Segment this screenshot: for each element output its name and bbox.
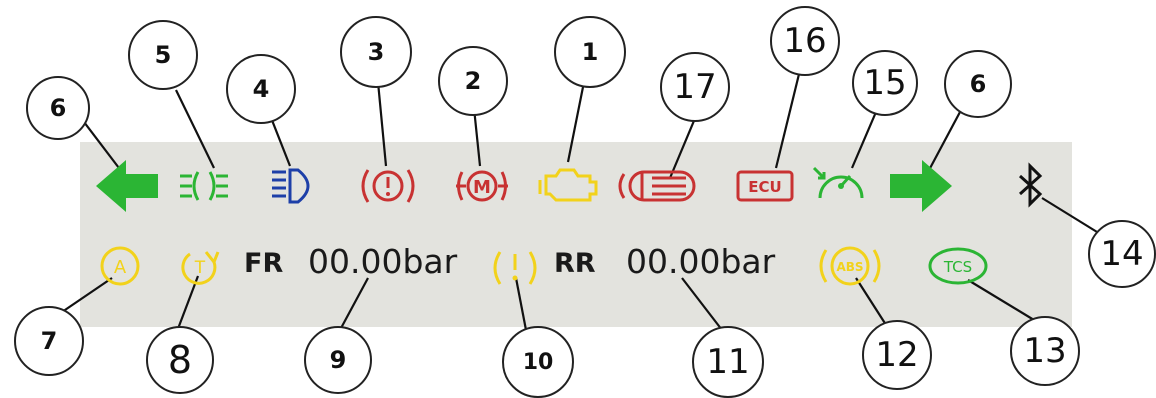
traction-letter: T <box>194 258 206 278</box>
callout-11: 11 <box>692 326 764 398</box>
leader-6a <box>83 121 123 173</box>
position-lights-icon <box>180 171 228 201</box>
leader-lines <box>61 69 1111 335</box>
check-engine-icon <box>538 168 598 202</box>
leader-16 <box>774 69 802 169</box>
leader-1 <box>566 81 586 163</box>
tcs-text: TCS <box>943 258 972 276</box>
bluetooth-icon <box>1018 162 1043 208</box>
leader-6b <box>927 111 961 173</box>
rear-pressure-label: RR <box>554 248 596 279</box>
callout-3: 3 <box>340 16 412 88</box>
callout-9: 9 <box>304 326 372 394</box>
callout-1: 1 <box>554 16 626 88</box>
callout-7: 7 <box>14 306 84 376</box>
leader-3 <box>376 81 388 167</box>
callout-10: 10 <box>502 326 574 398</box>
callout-17: 17 <box>660 52 730 122</box>
low-beam-icon <box>272 168 310 204</box>
left-turn-arrow-icon <box>96 160 158 212</box>
callout-4: 4 <box>226 54 296 124</box>
callout-13: 13 <box>1010 316 1080 386</box>
tire-pressure-dot <box>512 275 518 281</box>
motor-letter: M <box>473 177 491 198</box>
auto-hold-icon <box>100 246 140 286</box>
front-pressure-value: 00.00bar <box>308 242 458 281</box>
callout-16: 16 <box>770 6 840 76</box>
leader-8 <box>174 275 200 335</box>
traction-icon <box>181 251 220 285</box>
auto-hold-letter: A <box>114 257 127 278</box>
leader-11 <box>681 277 723 331</box>
callout-5: 5 <box>128 20 198 90</box>
speed-needle-hub <box>838 183 844 189</box>
leader-7 <box>61 277 113 313</box>
brake-warning-icon <box>361 169 415 203</box>
callout-6-right: 6 <box>944 50 1012 118</box>
leader-15 <box>850 111 878 169</box>
abs-icon <box>819 246 881 286</box>
callout-8: 8 <box>146 326 214 394</box>
right-turn-arrow-icon <box>890 160 952 212</box>
abs-text: ABS <box>836 260 863 274</box>
callout-12: 12 <box>862 320 932 390</box>
callout-6-left: 6 <box>26 76 90 140</box>
brake-warning-dot <box>386 192 390 196</box>
leader-5 <box>175 89 215 169</box>
front-pressure-label: FR <box>244 248 284 279</box>
leader-10 <box>514 277 528 331</box>
ecu-icon <box>736 170 794 202</box>
leader-2 <box>472 107 482 167</box>
exhaust-filter-icon <box>618 170 696 202</box>
leader-13 <box>967 279 1035 321</box>
callout-2: 2 <box>438 46 508 116</box>
tire-pressure-icon <box>493 251 537 285</box>
speed-limiter-icon <box>812 166 864 199</box>
leader-9 <box>339 277 369 331</box>
tcs-icon <box>928 247 988 285</box>
rear-pressure-value: 00.00bar <box>626 242 776 281</box>
leader-17 <box>668 115 698 179</box>
ecu-text: ECU <box>748 178 781 196</box>
callout-14: 14 <box>1088 220 1156 288</box>
motor-warning-icon <box>456 170 508 202</box>
callout-15: 15 <box>852 50 918 116</box>
leader-12 <box>855 277 889 329</box>
